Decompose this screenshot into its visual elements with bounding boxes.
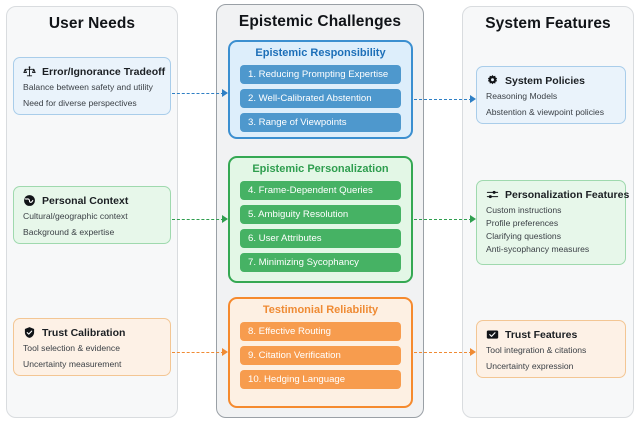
sliders-icon	[486, 190, 499, 199]
connector-personalization-to-features	[414, 219, 472, 220]
card-title: Trust Features	[505, 328, 578, 341]
card-line: Uncertainty expression	[486, 361, 574, 372]
card-trust-calibration[interactable]: Trust Calibration Tool selection & evide…	[13, 318, 171, 377]
connector-context-to-personalization	[172, 219, 224, 220]
card-line: Abstention & viewpoint policies	[486, 107, 604, 118]
connector-testimonial-to-trust-features	[414, 352, 472, 353]
card-header: System Policies	[486, 74, 616, 87]
challenge-item[interactable]: 2. Well-Calibrated Abstention	[240, 89, 401, 108]
card-error-ignorance-tradeoff[interactable]: Error/Ignorance Tradeoff Balance between…	[13, 57, 171, 116]
connector-responsibility-to-policies	[414, 99, 472, 100]
connector-needs-to-responsibility	[172, 93, 224, 94]
card-title: Personal Context	[42, 194, 129, 207]
arrowhead-trust-features-in	[470, 348, 476, 356]
card-title: Error/Ignorance Tradeoff	[42, 65, 166, 78]
card-system-policies[interactable]: System Policies Reasoning Models Abstent…	[476, 66, 626, 125]
panel-title-epistemic-challenges: Epistemic Challenges	[238, 13, 402, 30]
arrowhead-personalization-in	[222, 215, 228, 223]
card-personalization-features[interactable]: Personalization Features Custom instruct…	[476, 180, 629, 266]
card-line: Tool selection & evidence	[23, 343, 120, 353]
arrowhead-responsibility-in	[222, 89, 228, 97]
challenge-item[interactable]: 1. Reducing Prompting Expertise	[240, 65, 401, 84]
shield-check-icon	[24, 327, 35, 338]
card-line: Background & expertise	[23, 227, 115, 238]
connector-trust-to-testimonial	[172, 352, 224, 353]
card-header: Error/Ignorance Tradeoff	[23, 65, 165, 78]
card-line: Tool integration & citations	[486, 345, 587, 355]
card-line: Cultural/geographic context	[23, 211, 128, 221]
globe-icon	[24, 195, 35, 206]
challenge-item[interactable]: 10. Hedging Language	[240, 370, 401, 389]
card-line: Clarifying questions	[486, 231, 561, 242]
card-header: Personalization Features	[486, 188, 629, 201]
card-title: System Policies	[505, 74, 585, 87]
card-line: Reasoning Models	[486, 91, 558, 101]
card-title: Personalization Features	[505, 188, 630, 201]
card-line: Custom instructions	[486, 205, 562, 215]
card-personal-context[interactable]: Personal Context Cultural/geographic con…	[13, 186, 171, 245]
group-title: Testimonial Reliability	[262, 304, 379, 316]
card-header: Personal Context	[23, 194, 161, 207]
challenge-item[interactable]: 4. Frame-Dependent Queries	[240, 181, 401, 200]
checkbox-icon	[486, 330, 499, 339]
card-line: Uncertainty measurement	[23, 359, 122, 370]
arrowhead-policies-in	[470, 95, 476, 103]
group-title: Epistemic Personalization	[252, 163, 389, 175]
gear-icon	[487, 74, 498, 85]
group-epistemic-personalization: Epistemic Personalization 4. Frame-Depen…	[228, 156, 413, 283]
panel-title-user-needs: User Needs	[48, 15, 136, 32]
challenge-item[interactable]: 5. Ambiguity Resolution	[240, 205, 401, 224]
balance-scale-icon	[23, 66, 36, 77]
card-trust-features[interactable]: Trust Features Tool integration & citati…	[476, 320, 626, 379]
challenge-item[interactable]: 8. Effective Routing	[240, 322, 401, 341]
card-header: Trust Features	[486, 328, 616, 341]
group-epistemic-responsibility: Epistemic Responsibility 1. Reducing Pro…	[228, 40, 413, 139]
panel-title-system-features: System Features	[485, 15, 611, 32]
challenge-item[interactable]: 3. Range of Viewpoints	[240, 113, 401, 132]
card-line: Anti-sycophancy measures	[486, 244, 590, 255]
group-title: Epistemic Responsibility	[255, 47, 386, 59]
arrowhead-personalization-features-in	[470, 215, 476, 223]
challenge-item[interactable]: 6. User Attributes	[240, 229, 401, 248]
card-line: Need for diverse perspectives	[23, 98, 137, 109]
card-line: Profile preferences	[486, 218, 559, 229]
arrowhead-testimonial-in	[222, 348, 228, 356]
card-line: Balance between safety and utility	[23, 82, 153, 92]
challenge-item[interactable]: 7. Minimizing Sycophancy	[240, 253, 401, 272]
card-header: Trust Calibration	[23, 326, 161, 339]
group-testimonial-reliability: Testimonial Reliability 8. Effective Rou…	[228, 297, 413, 408]
card-title: Trust Calibration	[42, 326, 126, 339]
challenge-item[interactable]: 9. Citation Verification	[240, 346, 401, 365]
